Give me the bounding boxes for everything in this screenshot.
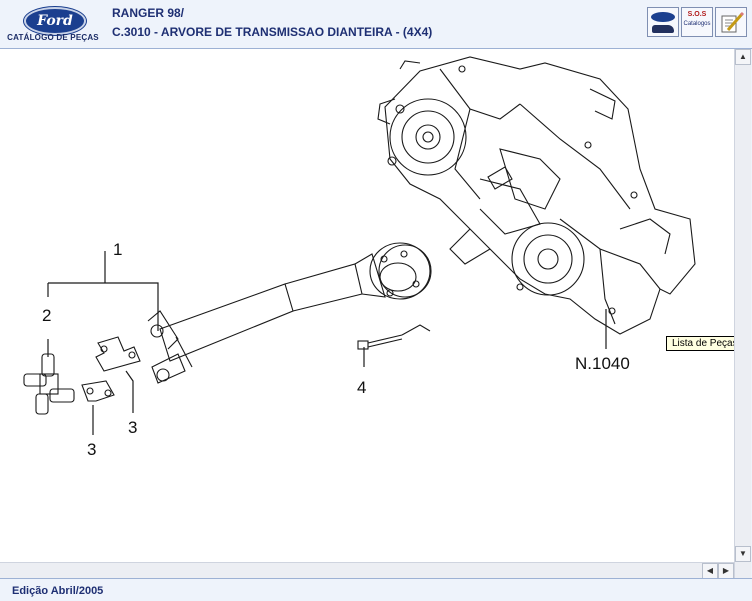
scroll-up-button[interactable]: ▲ xyxy=(735,49,751,65)
ford-logo-icon xyxy=(651,12,675,22)
ford-catalog-button[interactable] xyxy=(647,7,679,37)
transfer-case-drawing xyxy=(377,56,696,335)
page-title: C.3010 - ARVORE DE TRANSMISSAO DIANTEIRA… xyxy=(112,25,433,39)
ford-logo: Ford xyxy=(24,7,86,35)
parts-list-tooltip: Lista de Peças xyxy=(666,336,744,351)
scroll-right-button[interactable]: ▶ xyxy=(718,563,734,579)
callout-n1040[interactable]: N.1040 xyxy=(575,354,630,373)
scroll-left-button[interactable]: ◀ xyxy=(702,563,718,579)
horizontal-scrollbar[interactable]: ◀ ▶ xyxy=(0,562,734,579)
callout-1[interactable]: 1 xyxy=(113,240,122,259)
header-bar: Ford CATÁLOGO DE PEÇAS RANGER 98/ C.3010… xyxy=(0,0,752,49)
logo-caption: CATÁLOGO DE PEÇAS xyxy=(7,33,99,42)
callout-3-upper[interactable]: 3 xyxy=(128,418,137,437)
edition-label: Edição Abril/2005 xyxy=(12,585,104,597)
callout-2[interactable]: 2 xyxy=(42,306,51,325)
sos-subtitle: Catalogos xyxy=(683,21,711,27)
exploded-view-drawing: 1 2 3 3 4 N.1040 xyxy=(23,56,696,459)
footer-bar: Edição Abril/2005 xyxy=(0,578,752,601)
notes-button[interactable] xyxy=(715,7,747,37)
callout-4[interactable]: 4 xyxy=(357,378,366,397)
callout-3-lower[interactable]: 3 xyxy=(87,440,96,459)
bolt-drawing xyxy=(357,324,431,350)
sos-icon: S.O.S xyxy=(687,11,707,18)
drive-shaft-drawing xyxy=(147,242,432,384)
pencil-note-icon xyxy=(721,11,745,33)
callout-leader-lines xyxy=(47,251,607,435)
vehicle-model-title: RANGER 98/ xyxy=(112,6,185,20)
vertical-scrollbar[interactable]: ▲ ▼ xyxy=(734,49,751,578)
u-bolt-strap-drawing xyxy=(81,336,141,402)
universal-joint-drawing xyxy=(23,353,75,415)
car-icon xyxy=(652,25,674,33)
sos-catalog-button[interactable]: S.O.S Catalogos xyxy=(681,7,713,37)
scroll-down-button[interactable]: ▼ xyxy=(735,546,751,562)
parts-diagram[interactable]: 1 2 3 3 4 N.1040 xyxy=(0,49,734,578)
